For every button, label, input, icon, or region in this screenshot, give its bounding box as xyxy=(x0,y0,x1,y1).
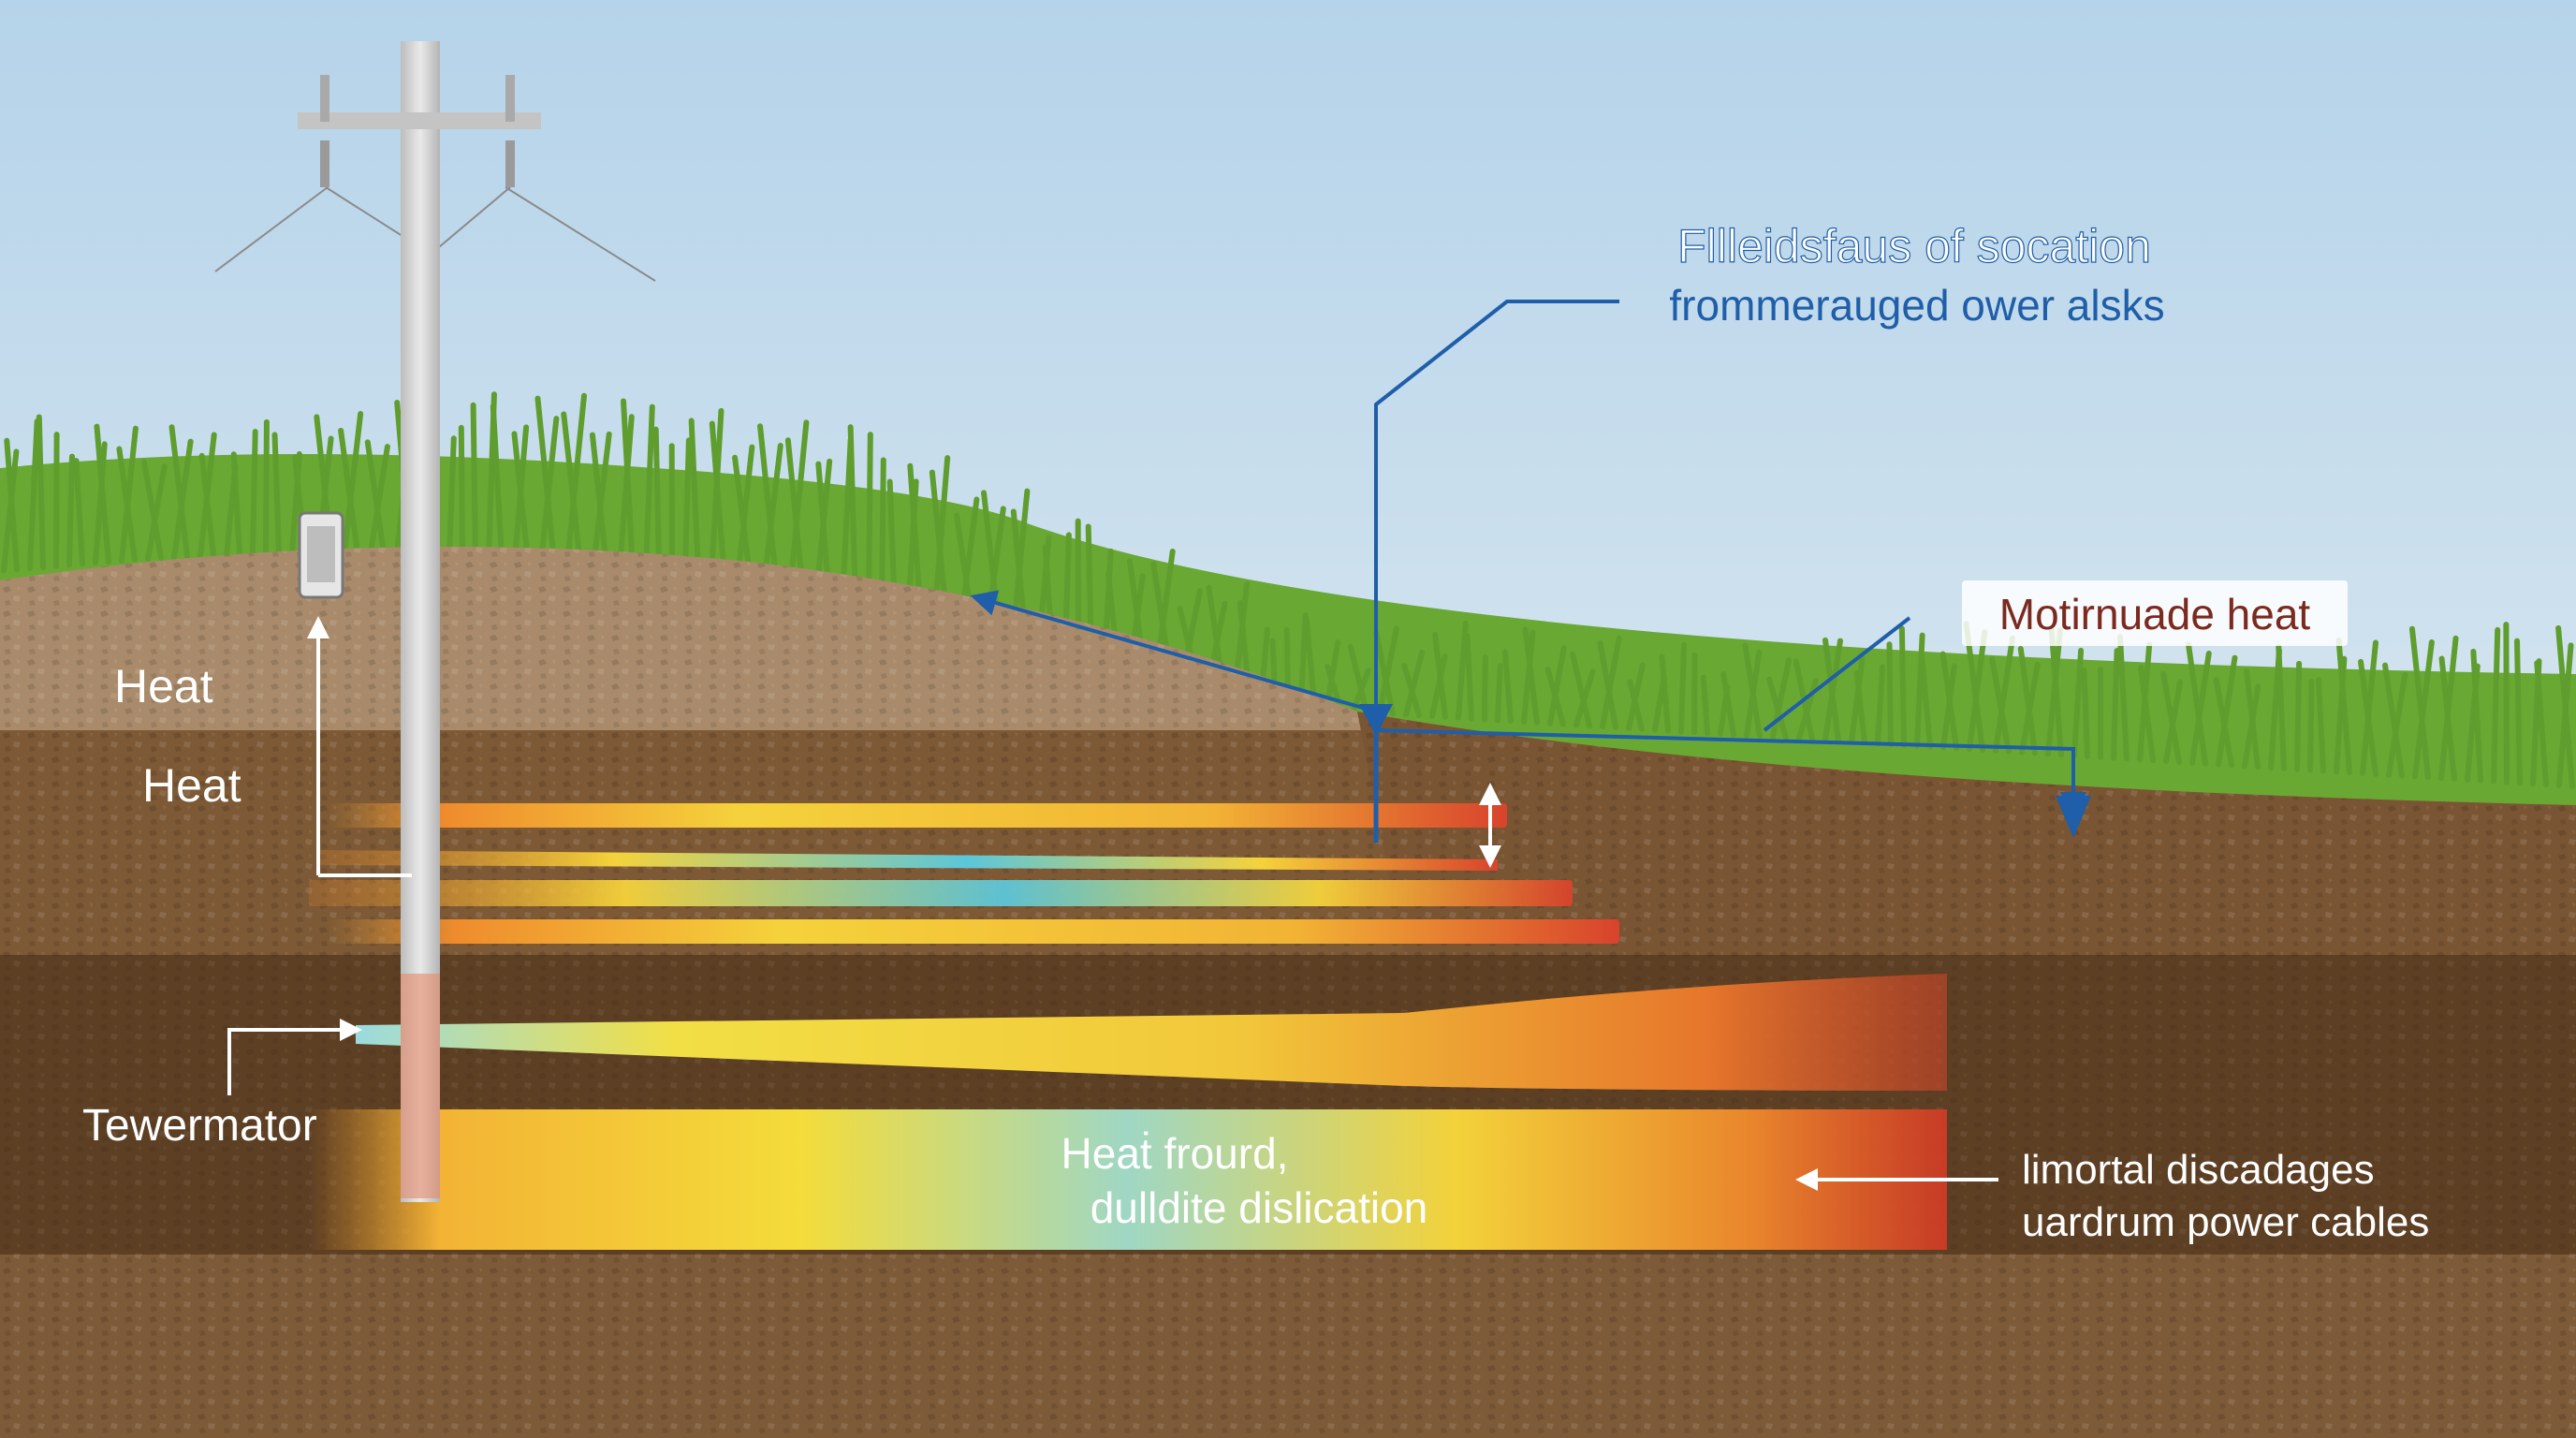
heat-band-1 xyxy=(328,803,1507,828)
center-label-line1: Heaṫ frourd, xyxy=(1061,1129,1289,1178)
bottom-right-line1: limortal discadages xyxy=(2022,1147,2375,1193)
center-label-line2: dulldite dislication xyxy=(1090,1183,1428,1232)
heat-label-1: Heat xyxy=(114,660,213,712)
right-callout-box xyxy=(1962,580,2348,646)
heat-big-band xyxy=(309,1109,1947,1250)
right-callout-label: Motirnuade heat xyxy=(1999,590,2311,638)
heat-band-2 xyxy=(318,850,1498,871)
meter-box-icon xyxy=(298,511,344,599)
top-callout-line1: Fllleidsfaus of socation xyxy=(1677,220,2151,272)
heat-bands xyxy=(309,803,1947,1250)
top-callout-line2: frommerauged ower alsks xyxy=(1669,281,2164,330)
power-wires xyxy=(214,186,656,282)
heat-band-3 xyxy=(309,880,1573,906)
heat-band-4 xyxy=(328,919,1619,944)
tewermator-label: Tewermator xyxy=(82,1101,317,1151)
blue-callouts xyxy=(970,300,2091,843)
bottom-right-line2: uardrum power cables xyxy=(2022,1199,2429,1245)
white-connectors xyxy=(227,616,1998,1191)
utility-pole-icon xyxy=(298,41,541,1202)
labels: Fllleidsfaus of socation frommerauged ow… xyxy=(82,219,2429,1245)
heat-label-2: Heat xyxy=(142,759,242,812)
heat-wedge xyxy=(356,974,1947,1091)
